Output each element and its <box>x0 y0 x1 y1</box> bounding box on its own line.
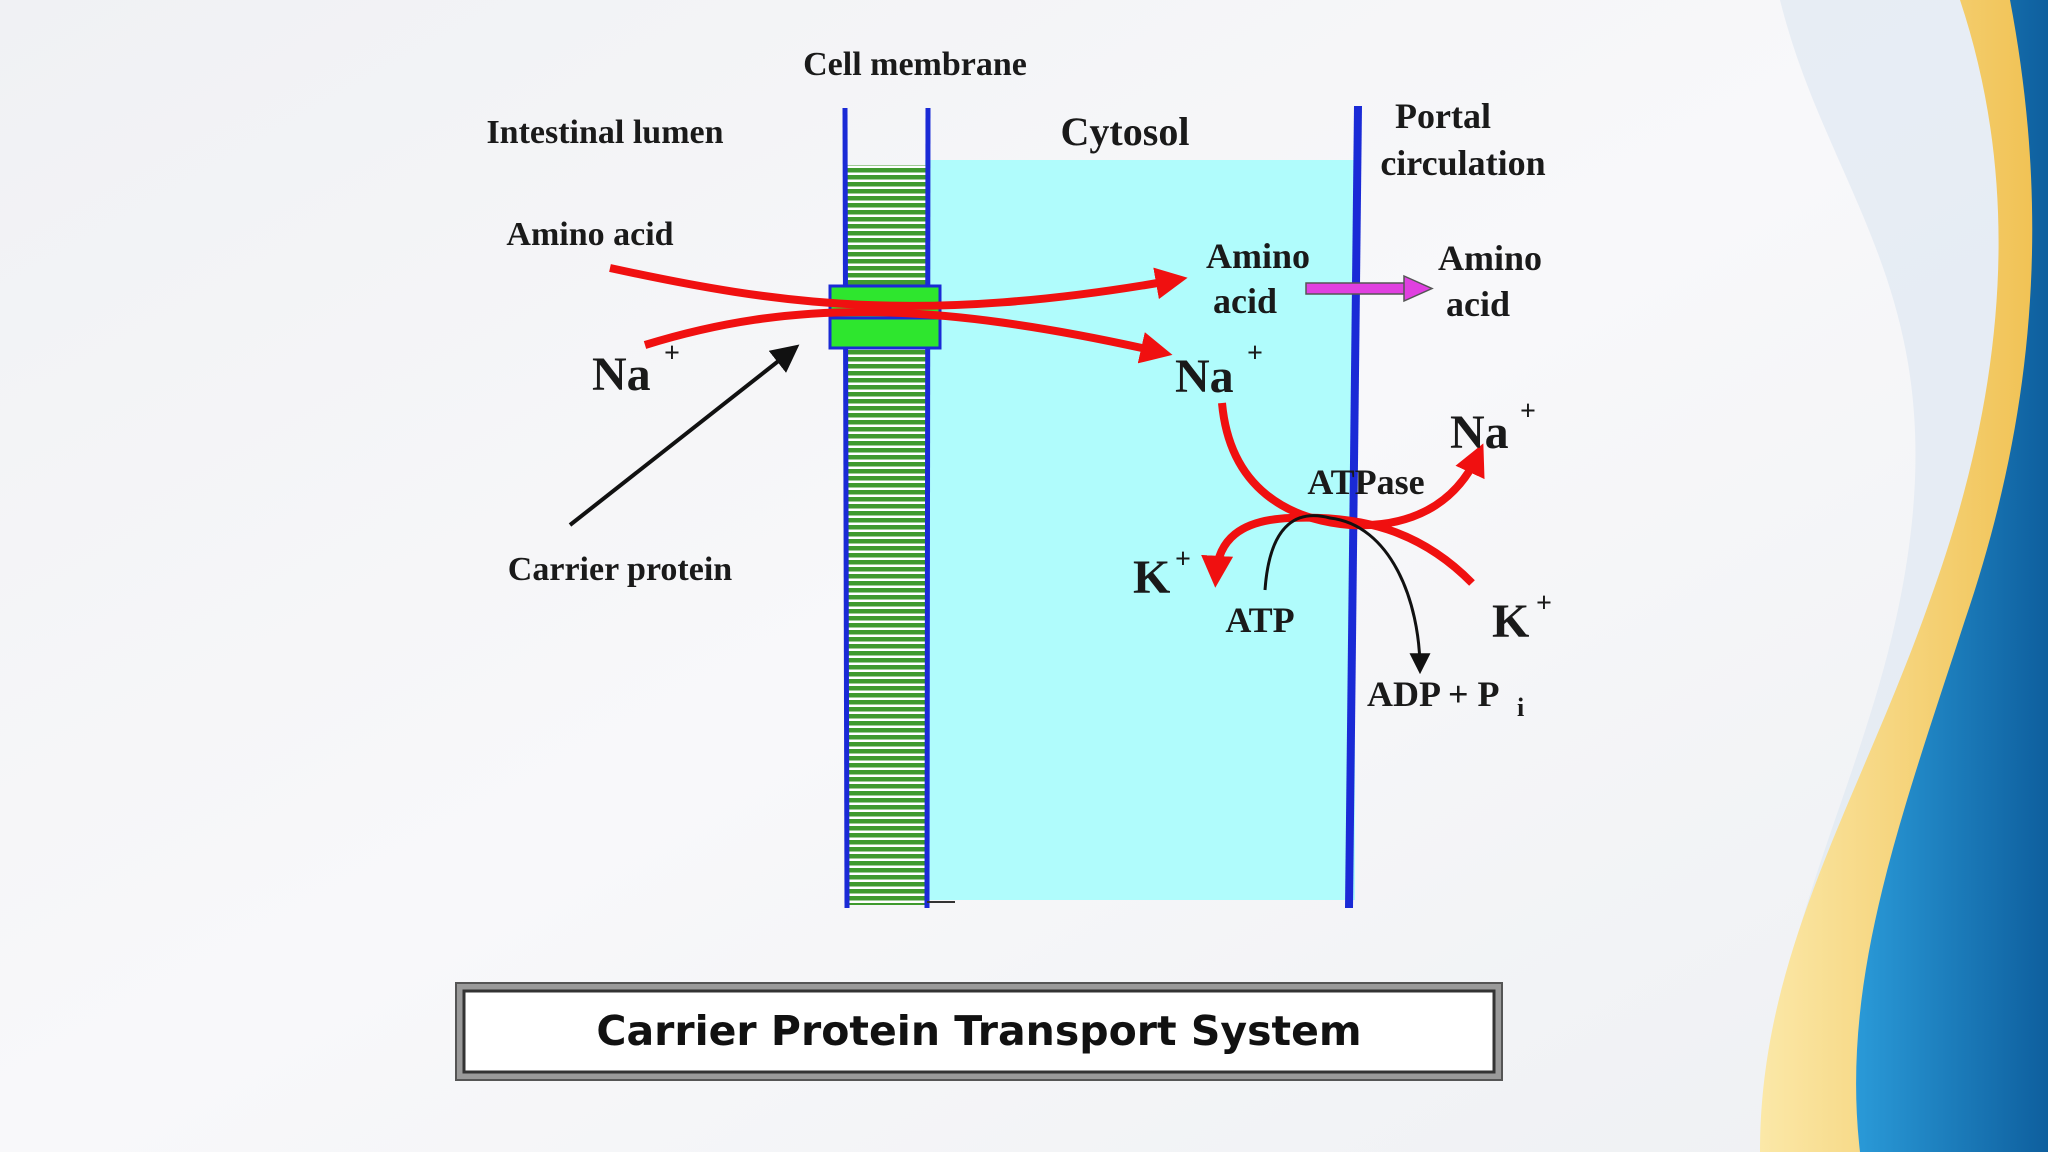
sodium-lumen-label: Na <box>592 348 651 401</box>
sodium-lumen-charge: + <box>664 338 680 369</box>
atpase-label: ATPase <box>1307 462 1424 502</box>
caption-title: Carrier Protein Transport System <box>596 1007 1361 1055</box>
sodium-arrow <box>643 308 1173 364</box>
amino-acid-cytosol-label-line2: acid <box>1213 281 1277 321</box>
caption-box: Carrier Protein Transport System <box>455 982 1503 1081</box>
cytosol-label: Cytosol <box>1061 109 1190 154</box>
portal-label-line1: Portal <box>1395 96 1491 136</box>
potassium-in-charge: + <box>1175 544 1191 575</box>
portal-membrane <box>1345 105 1362 909</box>
portal-label-line2: circulation <box>1380 143 1545 183</box>
potassium-out-charge: + <box>1536 588 1552 619</box>
carrier-protein-pointer <box>568 344 800 527</box>
amino-acid-cytosol-label-line1: Amino <box>1206 236 1310 276</box>
atp-hydrolysis-arrow <box>1263 514 1431 675</box>
sodium-out-arrow <box>1218 402 1485 530</box>
amino-acid-lumen-label: Amino acid <box>506 216 673 253</box>
adp-pi-label: ADP + P <box>1367 674 1500 714</box>
amino-acid-arrow <box>609 264 1188 310</box>
portal-transfer-arrow <box>1305 274 1434 303</box>
decorative-wave <box>1760 0 2048 1152</box>
potassium-out-label: K <box>1492 595 1529 648</box>
adp-pi-subscript: i <box>1517 693 1524 722</box>
amino-acid-portal-label-line2: acid <box>1446 284 1510 324</box>
sodium-cytosol-label: Na <box>1175 350 1234 403</box>
carrier-protein-label: Carrier protein <box>508 551 732 588</box>
sodium-out-label: Na <box>1450 406 1509 459</box>
amino-acid-portal-label-line1: Amino <box>1438 238 1542 278</box>
sodium-out-charge: + <box>1520 396 1536 427</box>
cell-membrane-label: Cell membrane <box>803 46 1027 83</box>
potassium-in-label: K <box>1133 551 1170 604</box>
atp-label: ATP <box>1225 600 1294 640</box>
sodium-cytosol-charge: + <box>1247 338 1263 369</box>
intestinal-lumen-label: Intestinal lumen <box>486 114 723 151</box>
